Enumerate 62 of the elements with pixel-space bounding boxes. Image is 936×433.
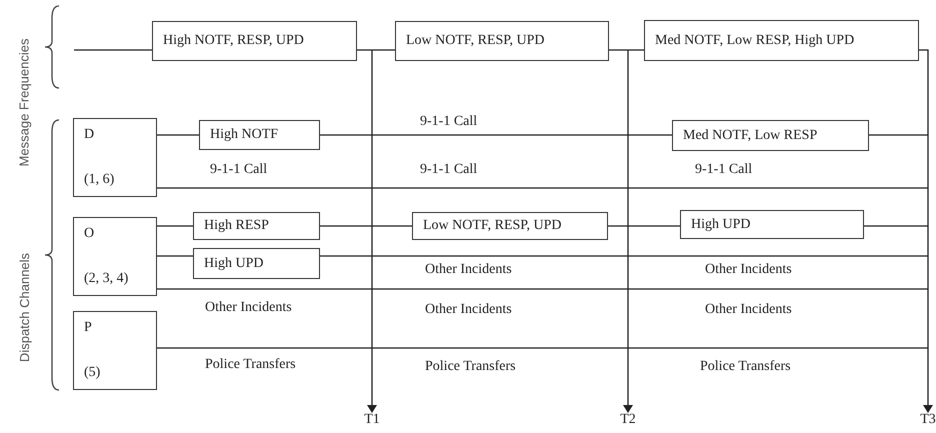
row-label: 9-1-1 Call [420, 162, 478, 178]
event-text: High UPD [204, 256, 264, 272]
row-label: Other Incidents [205, 300, 292, 316]
channel-letter: P [84, 320, 93, 336]
event-text: Med NOTF, Low RESP, High UPD [655, 32, 854, 48]
event-box [680, 210, 864, 239]
event-text: High NOTF [210, 127, 278, 143]
event-text: High RESP [204, 218, 269, 234]
connector-line [320, 225, 412, 227]
row-label: Other Incidents [425, 262, 512, 278]
event-box [193, 248, 320, 279]
connector-line [74, 49, 152, 51]
channel-box [73, 217, 157, 296]
event-box [412, 212, 608, 240]
event-text: Med NOTF, Low RESP [683, 128, 818, 144]
connector-line [320, 134, 672, 136]
arrow [919, 49, 933, 413]
arrow [367, 50, 377, 413]
connector-line [157, 288, 928, 290]
row-label: 9-1-1 Call [210, 162, 268, 178]
event-box [644, 20, 919, 61]
connector-line [320, 255, 928, 257]
event-text: High UPD [691, 216, 751, 232]
connector-line [157, 347, 928, 349]
row-label: 9-1-1 Call [695, 162, 752, 178]
event-box [193, 212, 320, 240]
connector-line [157, 134, 199, 136]
event-text: Low NOTF, RESP, UPD [406, 33, 545, 49]
channel-letter: D [84, 127, 96, 143]
axis-title: Dispatch Channels [17, 252, 32, 362]
channel-box [73, 311, 157, 390]
channel-numbers: (1, 6) [84, 172, 116, 188]
axis-title: Message Frequencies [16, 38, 32, 166]
event-box [672, 120, 869, 151]
channel-letter: O [84, 226, 96, 242]
row-label: Police Transfers [700, 359, 791, 375]
event-text: High NOTF, RESP, UPD [163, 33, 304, 49]
row-label: 9-1-1 Call [420, 114, 478, 130]
connector-line [864, 225, 928, 227]
row-label: Other Incidents [425, 302, 512, 318]
row-label: Other Incidents [705, 302, 792, 318]
connector-line [609, 49, 644, 51]
time-text: T3 [920, 412, 936, 427]
channel-numbers: (5) [84, 365, 102, 381]
channel-box [73, 118, 157, 197]
connector-line [157, 187, 928, 189]
row-label: Police Transfers [205, 357, 296, 373]
connector-line [869, 134, 928, 136]
time-text: T2 [620, 412, 636, 427]
connector-line [157, 225, 193, 227]
connector-line [357, 49, 395, 51]
event-box [152, 21, 357, 61]
channel-numbers: (2, 3, 4) [84, 271, 130, 287]
event-box [395, 21, 609, 61]
connector-line [157, 255, 193, 257]
time-text: T1 [364, 412, 380, 427]
row-label: Other Incidents [705, 262, 792, 278]
connector-line [608, 225, 680, 227]
event-box [199, 120, 320, 150]
arrow [623, 50, 633, 413]
event-text: Low NOTF, RESP, UPD [423, 218, 562, 234]
row-label: Police Transfers [425, 359, 516, 375]
